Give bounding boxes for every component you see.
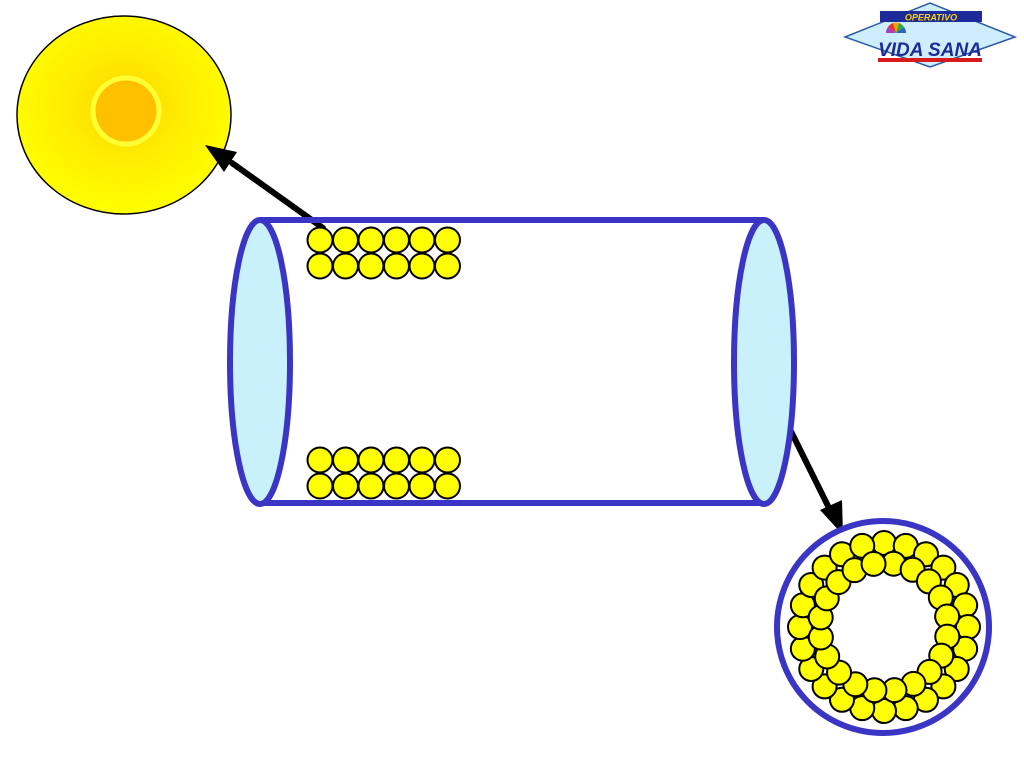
- tube-cell-groups: [306, 226, 461, 500]
- cell: [434, 226, 461, 254]
- cell: [306, 226, 334, 254]
- enlarged-cell: [16, 15, 232, 215]
- vessel-cross-section: [774, 518, 992, 736]
- logo-banner-text: OPERATIVO: [905, 13, 957, 23]
- vessel-tube: [227, 217, 797, 507]
- cell: [408, 472, 436, 500]
- cell: [306, 472, 334, 500]
- cell: [357, 472, 385, 500]
- cell: [860, 550, 887, 577]
- logo-main-text: VIDA SANA: [878, 40, 982, 61]
- cell: [357, 226, 385, 254]
- logo: OPERATIVO VIDA SANA: [842, 2, 1018, 68]
- logo-underline: [878, 58, 982, 62]
- cell: [408, 252, 436, 280]
- arrow-to-enlarged-cell: [205, 145, 326, 231]
- cell: [383, 446, 410, 474]
- cell: [357, 446, 385, 474]
- cell: [383, 226, 410, 254]
- cell: [383, 252, 410, 280]
- cross-section-cells: [787, 530, 981, 724]
- logo-banner: [880, 11, 982, 22]
- tube-right-end: [731, 217, 797, 507]
- cell: [408, 446, 436, 474]
- cell: [332, 446, 359, 474]
- cell: [434, 252, 461, 280]
- enlarged-cell-nucleus: [90, 75, 162, 147]
- tube-left-end: [227, 217, 293, 507]
- pinwheel-icon: [886, 22, 906, 33]
- cell: [306, 446, 334, 474]
- cell: [332, 226, 359, 254]
- cell: [434, 472, 461, 500]
- cell: [408, 226, 436, 254]
- cell: [306, 252, 334, 280]
- cell: [332, 472, 359, 500]
- cell: [332, 252, 359, 280]
- cell: [434, 446, 461, 474]
- cell: [357, 252, 385, 280]
- cell: [383, 472, 410, 500]
